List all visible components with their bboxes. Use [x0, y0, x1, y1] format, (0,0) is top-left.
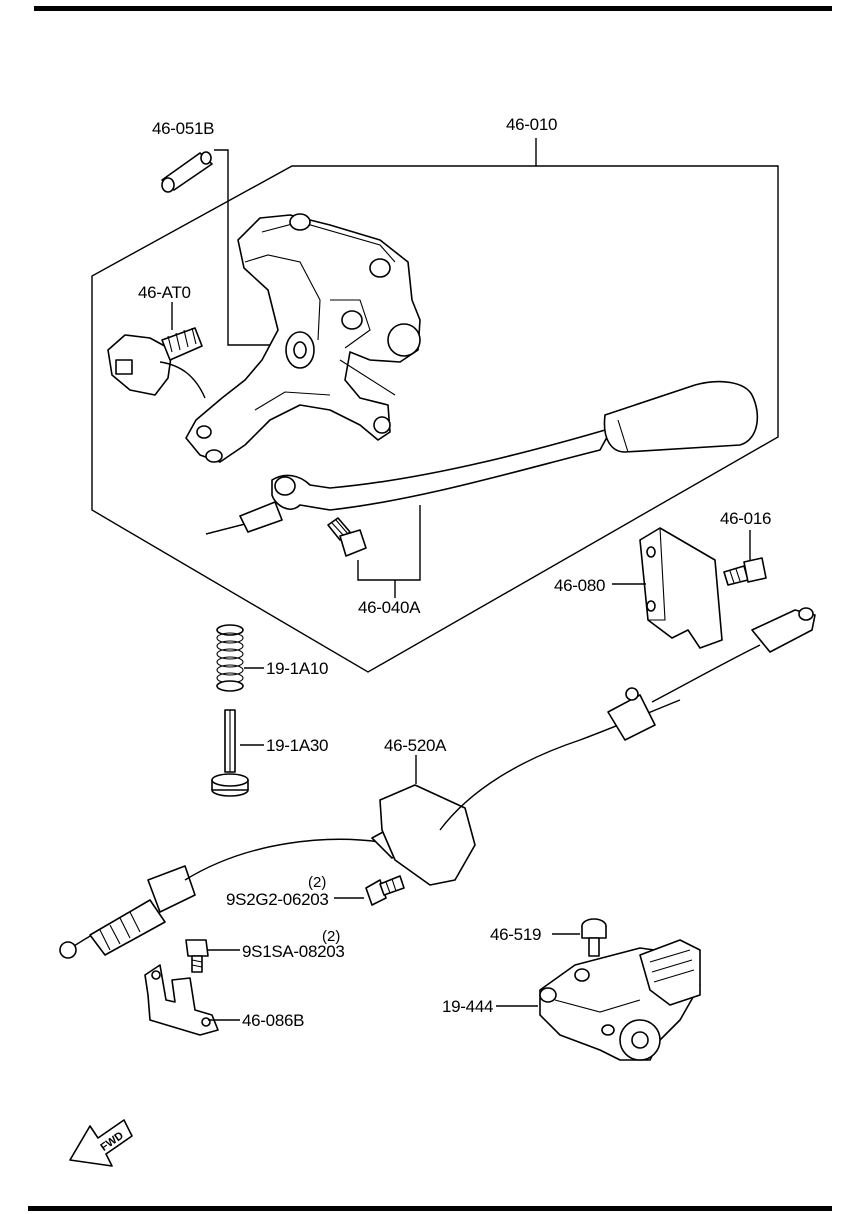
label-9S2G2-06203: 9S2G2-06203 — [226, 890, 329, 909]
label-46-016: 46-016 — [720, 509, 771, 528]
leader-46-040A — [357, 505, 421, 581]
label-46-010: 46-010 — [506, 115, 557, 134]
bolt-46-040A — [327, 517, 367, 557]
label-9S1SA-08203-qty: (2) — [322, 928, 340, 945]
shifter-bracket-assembly — [185, 213, 421, 463]
top-border-bar — [34, 6, 832, 11]
fwd-direction-arrow: FWD — [69, 1119, 133, 1167]
label-9S2G2-06203-qty: (2) — [308, 874, 326, 891]
label-46-051B: 46-051B — [152, 119, 214, 138]
bolt-46-016 — [723, 557, 767, 586]
pin-46-051B — [161, 151, 213, 193]
label-19-444: 19-444 — [442, 997, 493, 1016]
label-46-520A: 46-520A — [384, 736, 447, 755]
bracket-46-080 — [639, 527, 723, 649]
bottom-border-bar — [28, 1206, 832, 1211]
bolt-46-519 — [581, 918, 607, 957]
switch-19-444 — [539, 939, 701, 1061]
spring-19-1A10 — [216, 624, 244, 692]
label-46-086B: 46-086B — [242, 1011, 304, 1030]
rod-19-1A30 — [211, 709, 249, 797]
label-46-080: 46-080 — [554, 576, 605, 595]
label-19-1A10: 19-1A10 — [266, 659, 328, 678]
shift-cable-46-520A — [59, 607, 816, 959]
switch-46-AT0 — [107, 327, 206, 399]
assembly-outline — [91, 165, 779, 673]
label-46-040A: 46-040A — [358, 598, 421, 617]
label-46-AT0: 46-AT0 — [138, 283, 191, 302]
label-9S1SA-08203: 9S1SA-08203 — [242, 942, 345, 961]
bolt-9S1SA-08203 — [185, 939, 209, 973]
selector-lever — [205, 380, 759, 535]
bracket-46-086B — [144, 964, 219, 1036]
bolt-9S2G2-06203 — [365, 875, 405, 906]
label-19-1A30: 19-1A30 — [266, 736, 328, 755]
label-46-519: 46-519 — [490, 925, 541, 944]
leader-46-051B — [214, 149, 270, 346]
